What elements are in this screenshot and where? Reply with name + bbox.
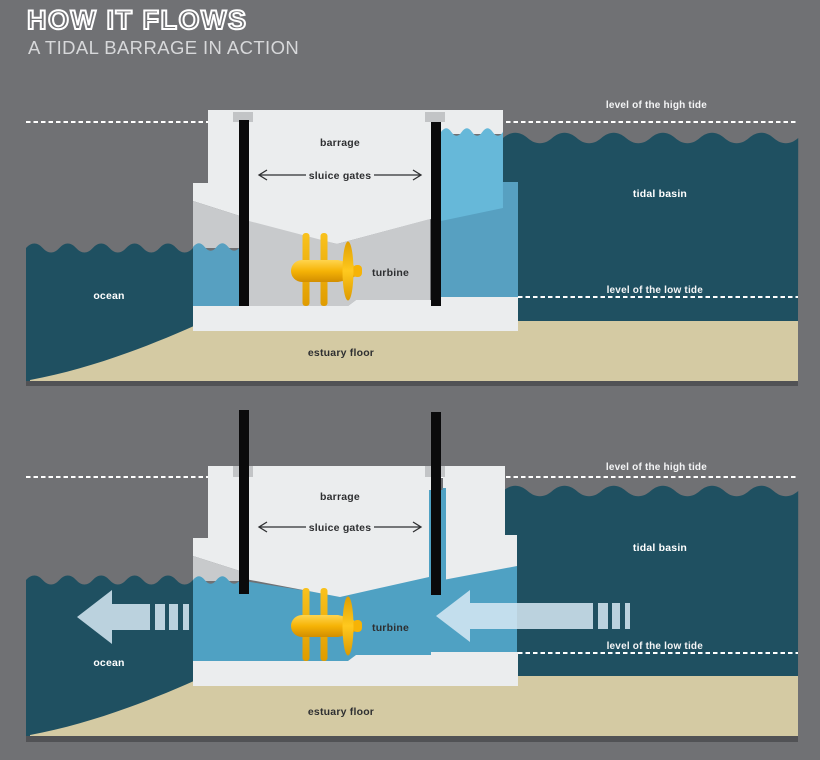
left-gate-slot [233, 112, 253, 122]
right-cap [443, 466, 517, 580]
panel-high-tide: level of the high tide level of the low … [26, 100, 799, 386]
turbine-label: turbine [372, 622, 409, 634]
right-forebay-depth-shade [441, 208, 503, 298]
turbine-blade [342, 596, 354, 656]
barrage-body [240, 466, 431, 597]
page-title: HOW IT FLOWS [26, 4, 248, 35]
left-apron [193, 556, 240, 581]
right-gate-slot-water [442, 488, 446, 580]
high-tide-label: level of the high tide [606, 462, 707, 473]
header: HOW IT FLOWS A TIDAL BARRAGE IN ACTION [26, 4, 300, 59]
ocean-water [26, 575, 193, 739]
flow-arrow-from-basin-icon [436, 590, 630, 642]
ocean-label: ocean [93, 657, 124, 669]
arrow-dash [155, 604, 165, 630]
turbine-label: turbine [372, 267, 409, 279]
right-sluice-gate [431, 122, 441, 306]
sluice-arrow-right [374, 521, 423, 533]
left-apron [193, 201, 240, 248]
submerged-abutment [503, 182, 518, 298]
arrow-dash [612, 603, 620, 629]
tidal-basin-water [503, 485, 799, 677]
panel-outflow: level of the high tide level of the low … [26, 410, 799, 742]
barrage-body [240, 110, 503, 244]
arrow-dash [183, 604, 189, 630]
arrow-head-shaft [77, 590, 150, 644]
arrow-head-shaft [436, 590, 593, 642]
sluice-gates-label: sluice gates [309, 170, 372, 182]
left-sluice-gate-raised [239, 410, 249, 594]
left-forebay-water [193, 243, 240, 307]
left-tower [193, 110, 240, 216]
estuary-floor-label: estuary floor [308, 706, 374, 718]
sluice-arrow-left [257, 521, 306, 533]
right-sluice-gate-raised [431, 412, 441, 595]
barrage-base-platform [193, 652, 518, 686]
left-tower [193, 466, 240, 571]
barrage-label: barrage [320, 491, 360, 503]
tidal-basin-label: tidal basin [633, 188, 687, 200]
low-tide-label: level of the low tide [607, 285, 704, 296]
ground-baseline [26, 381, 798, 386]
right-gate-slot [425, 112, 445, 122]
arrow-dash [598, 603, 608, 629]
estuary-floor-sand [30, 321, 798, 384]
turbine-hub [353, 620, 362, 632]
left-sluice-gate [239, 120, 249, 306]
barrage-label: barrage [320, 137, 360, 149]
estuary-floor-sand [30, 676, 798, 739]
low-tide-label: level of the low tide [607, 641, 704, 652]
arrow-dash [169, 604, 178, 630]
turbine-hub [353, 265, 362, 277]
page-subtitle: A TIDAL BARRAGE IN ACTION [28, 36, 300, 58]
ground-baseline [26, 736, 798, 742]
tidal-basin-label: tidal basin [633, 542, 687, 554]
turbine-graphic [291, 588, 362, 661]
sluice-arrow-left [257, 169, 306, 181]
flow-arrow-to-ocean-icon [77, 590, 189, 644]
sluice-arrow-right [374, 169, 423, 181]
estuary-floor-label: estuary floor [308, 347, 374, 359]
ocean-label: ocean [93, 290, 124, 302]
tidal-basin-water [503, 132, 799, 322]
high-tide-label: level of the high tide [606, 100, 707, 111]
arrow-dash [625, 603, 630, 629]
turbine-graphic [291, 233, 362, 306]
turbine-blade [342, 241, 354, 301]
sluice-gates-label: sluice gates [309, 522, 372, 534]
